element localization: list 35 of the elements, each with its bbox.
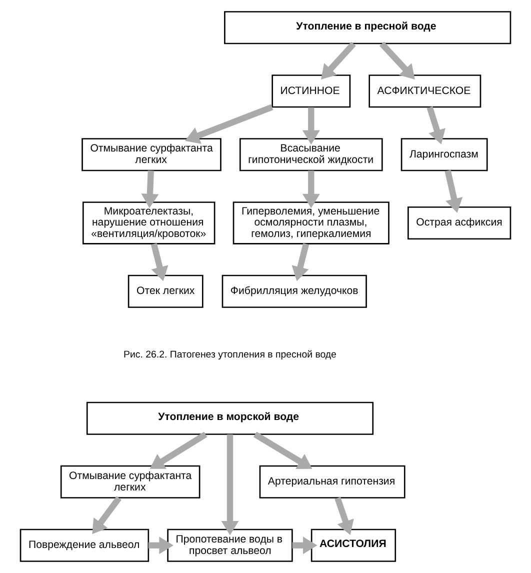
node-box: Пропотевание воды в просвет альвеол <box>167 528 293 562</box>
node-box: Отек легких <box>128 274 204 308</box>
arrow <box>302 170 320 208</box>
node-box: Ларингоспазм <box>400 138 488 172</box>
arrow <box>184 104 274 144</box>
arrow <box>141 170 159 208</box>
arrow <box>253 432 312 469</box>
arrow <box>150 243 168 282</box>
node-box: Гиперволемия, уменьшение осмолярности плазмы, гемолиз, гиперкалиемия <box>232 202 390 244</box>
node-box: Повреждение альвеол <box>20 528 150 562</box>
node-box: Всасывание гипотонической жидкости <box>239 138 383 172</box>
node-box: АСИСТОЛИЯ <box>310 528 396 562</box>
node-box: ИСТИННОЕ <box>272 74 351 108</box>
node-box: Отмывание сурфактанта легких <box>82 138 222 172</box>
node-box: Фибрилляция желудочков <box>222 274 367 308</box>
arrow <box>150 432 208 469</box>
node-box: Артериальная гипотензия <box>259 465 406 498</box>
arrow <box>148 536 174 554</box>
arrow <box>444 170 463 213</box>
node-box: Отмывание сурфактанта легких <box>60 465 200 498</box>
node-box: Утопление в морской воде <box>86 402 374 435</box>
arrow <box>92 496 122 534</box>
node-box: АСФИКТИЧЕСКОЕ <box>368 74 482 108</box>
arrow <box>302 107 320 145</box>
arrow <box>221 434 239 536</box>
node-box: Острая асфиксия <box>408 206 512 240</box>
node-box: Микроателектазы, нарушение отношения «вентиляция/кровоток» <box>82 202 216 244</box>
node-box: Утопление в пресной воде <box>224 11 512 44</box>
arrow <box>380 42 415 80</box>
arrow <box>292 536 318 554</box>
arrow <box>320 42 356 80</box>
arrow <box>292 243 310 282</box>
label: Рис. 26.2. Патогенез утопления в пресной воде <box>124 349 336 360</box>
arrow <box>334 497 354 535</box>
arrow <box>426 106 446 144</box>
